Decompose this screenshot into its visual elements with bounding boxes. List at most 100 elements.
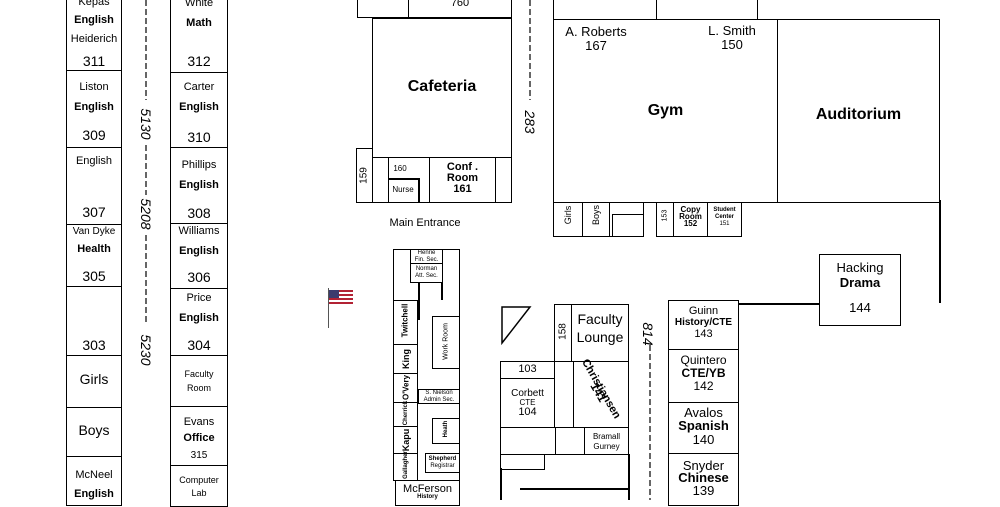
- computer-lab-label-1: Computer: [179, 475, 219, 485]
- office-king[interactable]: [393, 344, 418, 374]
- room-140[interactable]: [668, 402, 739, 454]
- boys-restroom-west[interactable]: [66, 407, 122, 457]
- south-lower-room[interactable]: [500, 454, 545, 470]
- faculty-room[interactable]: [170, 355, 228, 407]
- room-309-number: 309: [82, 127, 106, 143]
- room-top-left-small[interactable]: [357, 0, 409, 18]
- office-king-label: King: [401, 349, 411, 369]
- gym[interactable]: [553, 19, 778, 203]
- office-smith-name: L. Smith: [708, 23, 756, 38]
- copy-room-number: 152: [683, 219, 698, 228]
- room-315-subject: Office: [183, 432, 215, 444]
- conference-room-label-1: Conf .: [446, 161, 479, 173]
- room-312[interactable]: [170, 0, 228, 73]
- office-heath[interactable]: [432, 418, 460, 444]
- room-top-gym-right[interactable]: [656, 0, 758, 20]
- room-760[interactable]: [408, 0, 512, 18]
- faculty-lounge-label-1: Faculty: [577, 311, 623, 327]
- room-159-number: 159: [358, 167, 370, 184]
- office-shepherd[interactable]: [425, 453, 460, 473]
- student-center-151[interactable]: [707, 202, 742, 237]
- student-center-label-2: Center: [714, 214, 734, 220]
- nurse-office[interactable]: Nurse: [392, 185, 414, 194]
- room-140-number: 140: [692, 432, 715, 447]
- room-143-subject: History/CTE: [674, 317, 733, 328]
- faculty-lounge-label-2: Lounge: [576, 329, 624, 345]
- office-nielson-label-2: Admin Sec.: [423, 397, 455, 403]
- room-104-teacher: Corbett: [511, 388, 544, 399]
- room-143-number: 143: [694, 328, 713, 340]
- girls-restroom-east[interactable]: [553, 202, 583, 237]
- gym-label: Gym: [647, 102, 684, 119]
- girls-restroom-west-label: Girls: [79, 371, 109, 387]
- room-top-gym-left[interactable]: [553, 0, 657, 20]
- copy-room-152[interactable]: [673, 202, 708, 237]
- girls-restroom-west[interactable]: [66, 355, 122, 408]
- office-gallagher[interactable]: [393, 453, 418, 481]
- triangle-marker: [501, 306, 532, 345]
- room-158-number: 158: [557, 323, 569, 340]
- room-307[interactable]: [66, 147, 122, 225]
- boys-restroom-east-label: Boys: [591, 205, 601, 226]
- computer-lab[interactable]: [170, 465, 228, 507]
- room-140-teacher: Avalos: [684, 405, 723, 420]
- office-roberts-number: 167: [585, 38, 607, 53]
- room-306[interactable]: [170, 223, 228, 289]
- hall-dimension-283: 283: [522, 110, 538, 134]
- room-139-teacher: Snyder: [682, 458, 725, 473]
- auditorium-label: Auditorium: [815, 106, 902, 123]
- office-gallagher-label: Gallagher: [403, 451, 409, 479]
- south-small-closet[interactable]: [555, 427, 585, 455]
- room-311[interactable]: [66, 0, 122, 71]
- office-twitchell[interactable]: [393, 300, 418, 345]
- office-kapu[interactable]: [393, 426, 418, 454]
- faculty-room-label-2: Room: [186, 383, 211, 393]
- conference-room-label-2: Room: [446, 172, 479, 184]
- student-center-number: 151: [719, 221, 730, 227]
- room-308[interactable]: [170, 147, 228, 224]
- office-nielson[interactable]: [418, 389, 460, 404]
- room-144-drama[interactable]: [819, 254, 901, 326]
- conference-room-161[interactable]: [429, 157, 496, 203]
- room-307-label: English: [75, 155, 113, 167]
- faculty-lounge[interactable]: [571, 304, 629, 362]
- room-139-number: 139: [692, 483, 715, 498]
- room-143[interactable]: [668, 300, 739, 350]
- work-room[interactable]: [432, 316, 460, 369]
- office-norman[interactable]: [410, 263, 443, 283]
- room-310[interactable]: [170, 72, 228, 148]
- room-315[interactable]: [170, 406, 228, 466]
- room-305-subject: Health: [77, 243, 111, 255]
- room-303[interactable]: [66, 286, 122, 356]
- room-bramall-label-2: Gurney: [593, 442, 620, 451]
- room-304-subject: English: [179, 312, 219, 324]
- room-bramall-label-1: Bramall: [592, 432, 621, 441]
- room-309[interactable]: [66, 70, 122, 148]
- room-311-subject: English: [74, 14, 114, 26]
- room-142[interactable]: [668, 349, 739, 403]
- room-310-subject: English: [179, 101, 219, 113]
- room-144-subject: Drama: [839, 275, 881, 290]
- room-311-number: 311: [82, 53, 106, 69]
- auditorium[interactable]: [777, 19, 940, 203]
- work-room-label: Work Room: [442, 323, 450, 360]
- room-315-teacher: Evans: [183, 416, 215, 428]
- copy-room-label-1: Copy: [680, 205, 701, 214]
- office-heath-label: Heath: [443, 420, 449, 438]
- room-mcneel-subject: English: [74, 488, 114, 500]
- cafeteria[interactable]: [372, 18, 512, 158]
- room-103-number: 103: [518, 363, 537, 375]
- hall-dimension-5130: 5130: [138, 108, 154, 140]
- room-304[interactable]: [170, 288, 228, 356]
- room-mcferson-subject: History: [417, 494, 438, 500]
- room-304-number: 304: [187, 337, 211, 353]
- room-308-subject: English: [179, 179, 219, 191]
- room-306-subject: English: [179, 245, 219, 257]
- room-bramall-gurney[interactable]: [584, 427, 629, 455]
- room-142-number: 142: [693, 379, 714, 393]
- room-142-teacher: Quintero: [680, 353, 727, 367]
- boys-restroom-east[interactable]: [582, 202, 610, 237]
- hall-dimension-5230: 5230: [138, 334, 154, 366]
- room-315-number: 315: [190, 450, 208, 461]
- office-overy[interactable]: [393, 373, 418, 403]
